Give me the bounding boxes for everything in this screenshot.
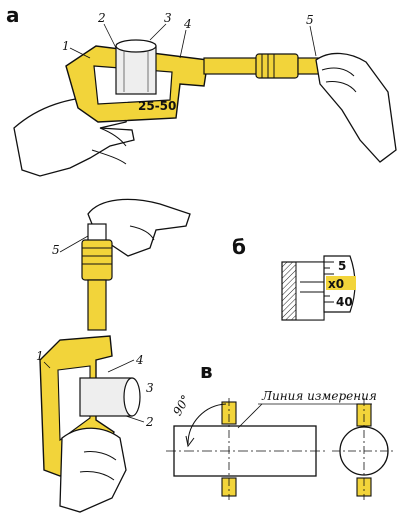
panel-label-a: а <box>6 3 20 27</box>
panel-label-v: в <box>200 359 213 383</box>
scale-middle: х0 <box>328 277 344 291</box>
top-label-4: 4 <box>183 17 192 31</box>
zero-highlight <box>326 276 356 290</box>
angle-label: 90° <box>170 393 193 418</box>
bottom-label-3: 3 <box>146 381 154 395</box>
ratchet-vertical <box>87 223 107 243</box>
right-hand-top <box>315 52 397 163</box>
panel-v-measurement-line: в 90° Линия измерения <box>166 359 396 500</box>
top-label-3: 3 <box>164 11 172 25</box>
panel-vertical-micrometer: 5 1 4 3 2 <box>36 198 191 513</box>
sleeve-top <box>203 57 259 75</box>
sleeve-vertical <box>87 279 107 331</box>
scale-top: 5 <box>338 259 346 273</box>
thimble-vertical <box>81 239 113 281</box>
panel-b-scale: б 5 х0 40 <box>232 235 356 321</box>
workpiece-vertical <box>79 377 141 417</box>
measurement-line-label: Линия измерения <box>261 389 377 403</box>
panel-a-micrometer: а 1 2 3 4 5 25-50 <box>6 3 397 177</box>
bottom-label-2: 2 <box>145 415 154 429</box>
frame-marking: 25-50 <box>138 99 176 113</box>
top-label-2: 2 <box>97 11 106 25</box>
bottom-label-1: 1 <box>36 349 44 363</box>
workpiece-top <box>115 39 157 95</box>
bottom-label-5: 5 <box>52 243 60 257</box>
scale-bottom: 40 <box>336 295 353 309</box>
angle-arc <box>187 403 227 445</box>
hand-holding-frame <box>59 427 127 513</box>
hand-holding-thimble <box>87 198 191 257</box>
top-label-5: 5 <box>306 13 314 27</box>
bottom-label-4: 4 <box>135 353 144 367</box>
top-label-1: 1 <box>62 39 70 53</box>
panel-label-b: б <box>232 235 246 259</box>
